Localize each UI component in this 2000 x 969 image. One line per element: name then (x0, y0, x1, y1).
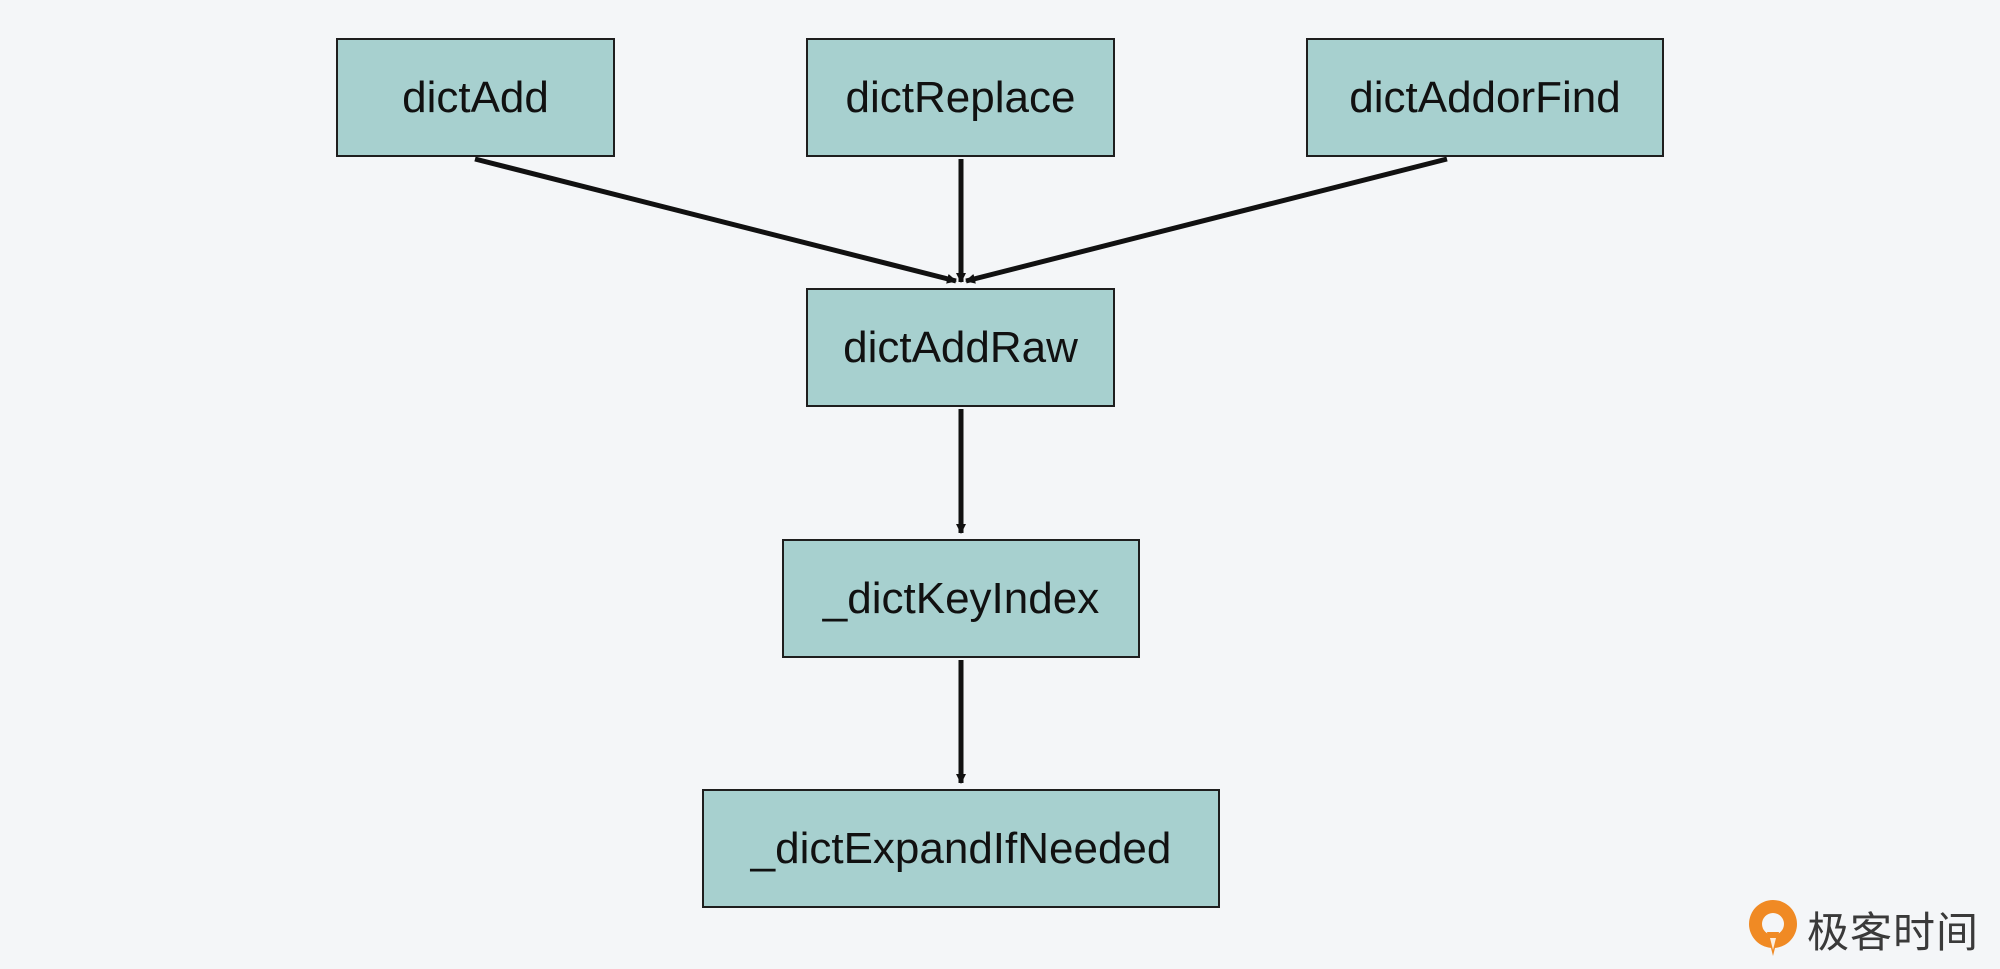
node-label: dictAdd (402, 72, 549, 122)
node-dictaddraw: dictAddRaw (806, 288, 1115, 407)
node-dictexpandifneeded: _dictExpandIfNeeded (702, 789, 1220, 908)
watermark-text: 极客时间 (1807, 907, 1980, 957)
node-dictkeyindex: _dictKeyIndex (782, 539, 1140, 658)
node-label: dictAddRaw (843, 322, 1078, 372)
node-label: dictReplace (845, 72, 1076, 122)
node-label: _dictKeyIndex (822, 573, 1100, 623)
node-dictadd: dictAdd (336, 38, 615, 157)
edge-dictaddorfind-to-dictaddraw (965, 156, 1448, 284)
node-label: _dictExpandIfNeeded (750, 823, 1172, 873)
edge-dictadd-to-dictaddraw (474, 156, 957, 284)
geektime-watermark: 极客时间 (1745, 898, 1979, 960)
node-dictreplace: dictReplace (806, 38, 1115, 157)
geektime-logo-icon (1749, 900, 1797, 956)
node-dictaddorfind: dictAddorFind (1306, 38, 1664, 157)
node-label: dictAddorFind (1349, 72, 1621, 122)
